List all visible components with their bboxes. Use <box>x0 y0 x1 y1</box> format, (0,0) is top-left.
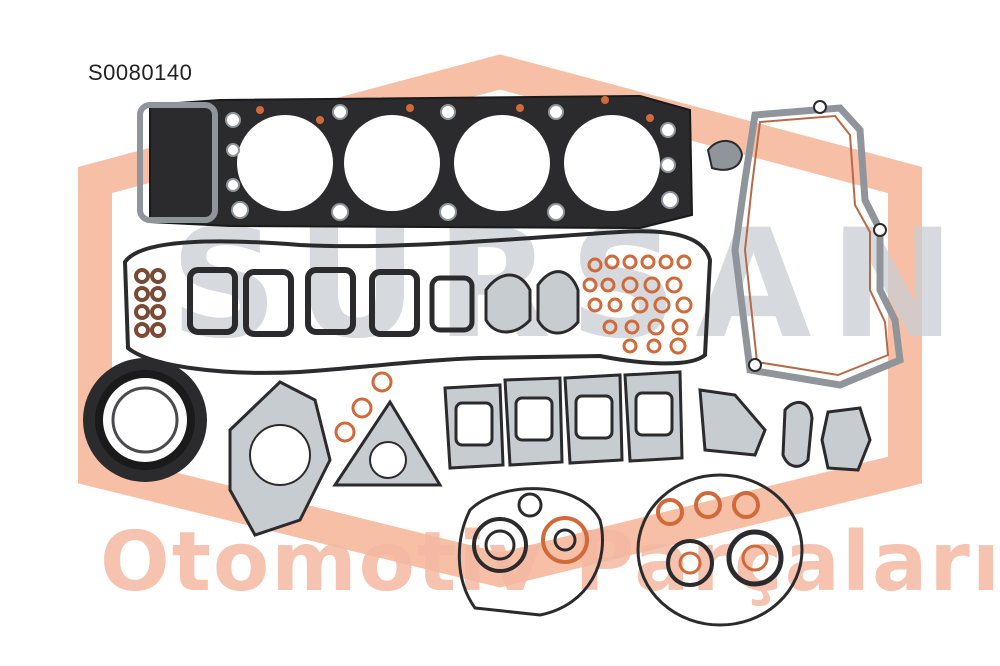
cylinder-head-gasket-icon <box>137 94 694 230</box>
o-ring-icon <box>457 473 804 627</box>
turbo-gasket-icon <box>332 399 443 487</box>
water-pump-gasket-icon <box>228 380 332 537</box>
egr-gasket-icon <box>484 270 580 335</box>
oil-pan-gasket-icon <box>122 229 713 375</box>
intake-manifold-gasket-icon <box>187 267 475 337</box>
valve-stem-seal-icon <box>134 268 166 338</box>
oil-seal-icon <box>83 358 207 482</box>
copper-washer-icon <box>334 254 693 443</box>
misc-gasket-icon <box>698 388 872 472</box>
exhaust-manifold-gasket-icon <box>443 370 684 470</box>
slogan-watermark: Otomotiv Parçaları <box>100 515 1000 610</box>
valve-cover-gasket-icon <box>706 100 904 389</box>
part-number: S0080140 <box>88 60 193 85</box>
